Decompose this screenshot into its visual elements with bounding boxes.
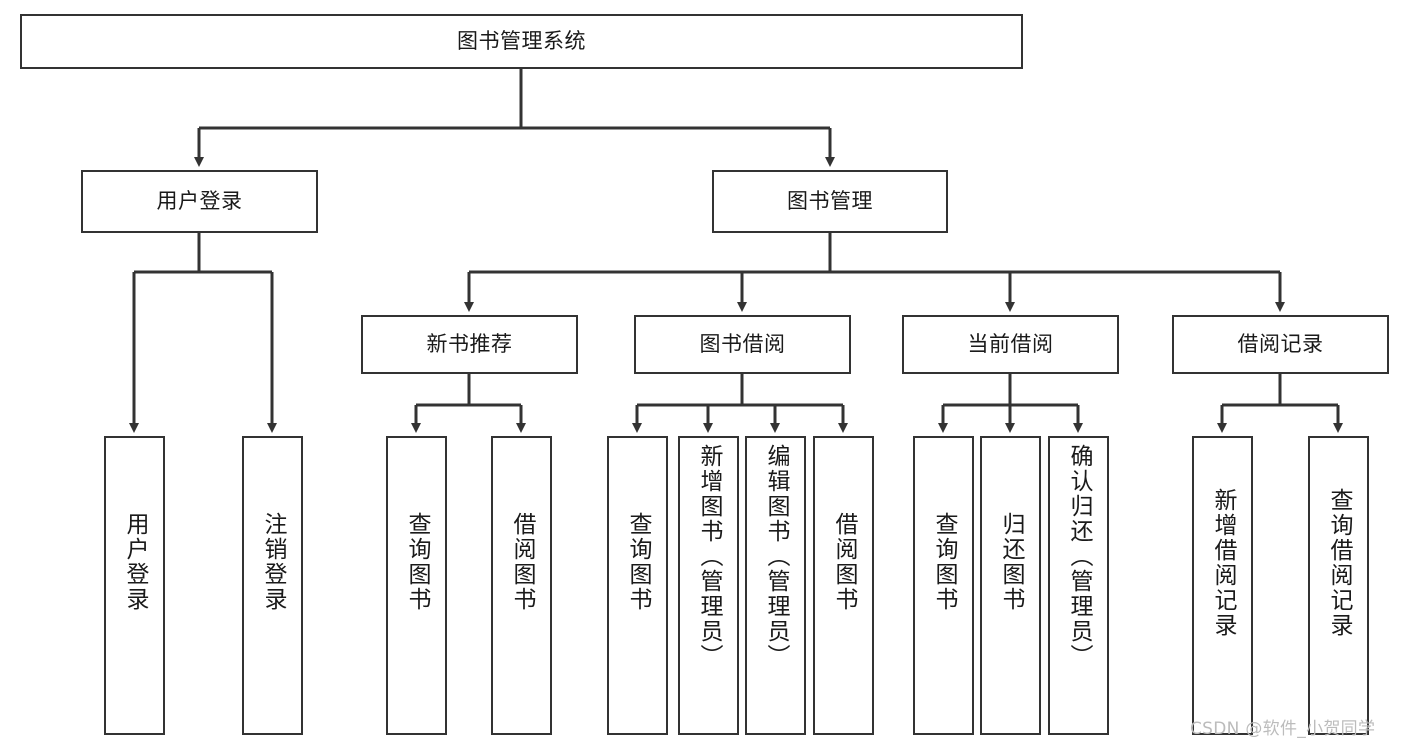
node-leaf-query-book-2[interactable]: 查询图书 — [607, 436, 668, 735]
node-leaf-confirm-return-label: 确认归还（管理员） — [1066, 444, 1092, 669]
node-new-book-rec-label: 新书推荐 — [426, 331, 513, 356]
node-leaf-logout[interactable]: 注销登录 — [242, 436, 303, 735]
node-book-mgmt[interactable]: 图书管理 — [712, 170, 948, 233]
node-current-borrow-label: 当前借阅 — [967, 331, 1054, 356]
node-leaf-user-login-label: 用户登录 — [122, 512, 148, 612]
node-leaf-edit-book-label: 编辑图书（管理员） — [763, 444, 789, 669]
csdn-watermark: CSDN @软件_小贺同学 — [1190, 719, 1376, 739]
node-book-mgmt-label: 图书管理 — [787, 188, 873, 213]
node-current-borrow[interactable]: 当前借阅 — [902, 315, 1119, 374]
node-user-login-label: 用户登录 — [156, 188, 243, 213]
node-leaf-query-book-3[interactable]: 查询图书 — [913, 436, 974, 735]
node-leaf-query-record[interactable]: 查询借阅记录 — [1308, 436, 1369, 735]
node-leaf-logout-label: 注销登录 — [260, 512, 286, 612]
node-leaf-query-book-3-label: 查询图书 — [931, 512, 957, 612]
node-leaf-borrow-book-1-label: 借阅图书 — [509, 512, 535, 612]
node-leaf-add-book-label: 新增图书（管理员） — [696, 444, 722, 669]
node-borrow-record[interactable]: 借阅记录 — [1172, 315, 1389, 374]
node-leaf-borrow-book-2[interactable]: 借阅图书 — [813, 436, 874, 735]
node-root-label: 图书管理系统 — [457, 28, 586, 53]
node-leaf-return-book-label: 归还图书 — [998, 512, 1024, 612]
node-book-borrow[interactable]: 图书借阅 — [634, 315, 851, 374]
node-leaf-edit-book[interactable]: 编辑图书（管理员） — [745, 436, 806, 735]
node-leaf-confirm-return[interactable]: 确认归还（管理员） — [1048, 436, 1109, 735]
node-leaf-borrow-book-1[interactable]: 借阅图书 — [491, 436, 552, 735]
node-new-book-rec[interactable]: 新书推荐 — [361, 315, 578, 374]
node-root[interactable]: 图书管理系统 — [20, 14, 1023, 69]
node-leaf-return-book[interactable]: 归还图书 — [980, 436, 1041, 735]
node-book-borrow-label: 图书借阅 — [699, 331, 786, 356]
node-leaf-add-book[interactable]: 新增图书（管理员） — [678, 436, 739, 735]
node-leaf-user-login[interactable]: 用户登录 — [104, 436, 165, 735]
node-leaf-add-record[interactable]: 新增借阅记录 — [1192, 436, 1253, 735]
node-user-login[interactable]: 用户登录 — [81, 170, 318, 233]
node-leaf-add-record-label: 新增借阅记录 — [1210, 488, 1236, 638]
node-leaf-query-record-label: 查询借阅记录 — [1326, 488, 1352, 638]
node-leaf-query-book-1-label: 查询图书 — [404, 512, 430, 612]
node-leaf-query-book-1[interactable]: 查询图书 — [386, 436, 447, 735]
node-borrow-record-label: 借阅记录 — [1237, 331, 1324, 356]
node-leaf-borrow-book-2-label: 借阅图书 — [831, 512, 857, 612]
node-leaf-query-book-2-label: 查询图书 — [625, 512, 651, 612]
